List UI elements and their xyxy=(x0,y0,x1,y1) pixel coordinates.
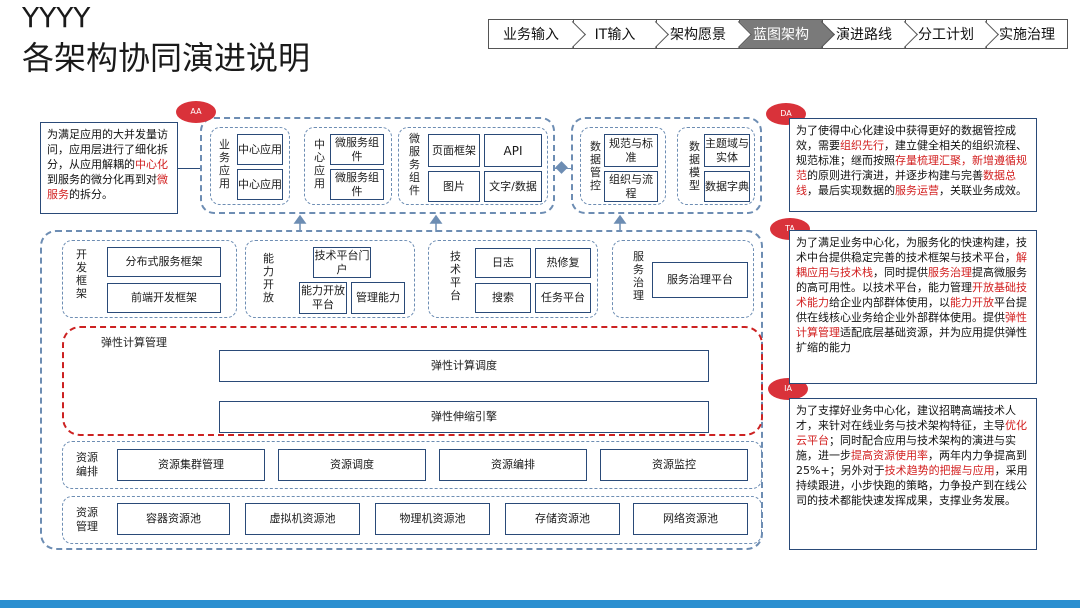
management-capability-box[interactable]: 管理能力 xyxy=(351,282,405,314)
diamond-icon xyxy=(555,161,568,174)
microservice-label: 微服务组件 xyxy=(409,132,420,197)
page-framework-box[interactable]: 页面框架 xyxy=(428,134,480,167)
storage-pool-box[interactable]: 存储资源池 xyxy=(505,503,620,535)
text-data-box[interactable]: 文字/数据 xyxy=(484,171,542,202)
api-box[interactable]: API xyxy=(484,134,542,167)
dev-framework-label: 开发框架 xyxy=(76,248,87,300)
elastic-computing-zone xyxy=(62,326,763,436)
resource-monitoring-box[interactable]: 资源监控 xyxy=(600,449,748,481)
elastic-scaling-engine-box[interactable]: 弹性伸缩引擎 xyxy=(219,401,709,433)
page-title-code: YYYY xyxy=(22,1,91,34)
step-business-input[interactable]: 业务输入 xyxy=(488,19,586,49)
data-model-group xyxy=(677,127,755,205)
business-app-label: 业务应用 xyxy=(219,138,230,190)
microservice-group xyxy=(398,127,548,205)
hotfix-box[interactable]: 热修复 xyxy=(535,248,591,278)
standards-box[interactable]: 规范与标准 xyxy=(604,134,658,167)
resource-scheduling-box[interactable]: 资源调度 xyxy=(278,449,426,481)
resource-orchestration-label: 资源编排 xyxy=(76,451,98,478)
capability-open-label: 能力开放 xyxy=(263,252,274,304)
resource-orchestration-box[interactable]: 资源编排 xyxy=(439,449,587,481)
data-governance-label: 数据管控 xyxy=(590,140,601,192)
distributed-service-framework-box[interactable]: 分布式服务框架 xyxy=(107,247,221,277)
tech-platform-portal-box[interactable]: 技术平台门户 xyxy=(313,247,371,278)
service-governance-group xyxy=(612,240,754,318)
step-blueprint[interactable]: 蓝图架构 xyxy=(739,19,835,49)
process-stepper: 业务输入 IT输入 架构愿景 蓝图架构 演进路线 分工计划 实施治理 xyxy=(488,19,1068,49)
business-app-group xyxy=(210,127,290,205)
data-model-label: 数据模型 xyxy=(689,140,700,192)
step-division-plan[interactable]: 分工计划 xyxy=(905,19,999,49)
center-app-group xyxy=(304,127,392,205)
elastic-management-label: 弹性计算管理 xyxy=(101,336,167,349)
resource-cluster-box[interactable]: 资源集群管理 xyxy=(117,449,265,481)
vm-pool-box[interactable]: 虚拟机资源池 xyxy=(245,503,360,535)
center-app-box-1[interactable]: 中心应用 xyxy=(237,134,283,165)
service-governance-label: 服务治理 xyxy=(633,250,644,302)
microservice-component-box-2[interactable]: 微服务组件 xyxy=(330,169,384,200)
aa-note: 为满足应用的大并发量访问，应用层进行了细化拆分，从应用解耦的中心化到服务的微分化… xyxy=(40,122,178,214)
image-box[interactable]: 图片 xyxy=(428,171,480,202)
microservice-component-box-1[interactable]: 微服务组件 xyxy=(330,134,384,165)
capability-open-group xyxy=(245,240,415,318)
network-pool-box[interactable]: 网络资源池 xyxy=(633,503,748,535)
step-it-input[interactable]: IT输入 xyxy=(573,19,669,49)
connector-line xyxy=(178,168,200,169)
search-box[interactable]: 搜索 xyxy=(475,283,531,313)
org-process-box[interactable]: 组织与流程 xyxy=(604,171,658,202)
tech-platform-label: 技术平台 xyxy=(450,250,461,302)
data-dictionary-box[interactable]: 数据字典 xyxy=(704,171,750,202)
center-app-box-2[interactable]: 中心应用 xyxy=(237,169,283,200)
log-box[interactable]: 日志 xyxy=(475,248,531,278)
task-platform-box[interactable]: 任务平台 xyxy=(535,283,591,313)
resource-management-label: 资源管理 xyxy=(76,506,98,533)
step-roadmap[interactable]: 演进路线 xyxy=(822,19,918,49)
resource-orchestration-row xyxy=(62,441,762,489)
subject-entity-box[interactable]: 主题域与实体 xyxy=(704,134,750,167)
center-app-label: 中心应用 xyxy=(314,138,325,190)
data-layer xyxy=(571,117,762,214)
ta-note: 为了满足业务中心化，为服务化的快速构建，技术中台提供稳定完善的技术框架与技术平台… xyxy=(789,230,1037,384)
footer-bar xyxy=(0,600,1080,608)
dev-framework-group xyxy=(62,240,237,318)
application-layer xyxy=(200,117,555,214)
ia-note: 为了支撑好业务中心化，建议招聘高端技术人才，来针对在线业务与技术架构特征，主导优… xyxy=(789,398,1037,550)
container-pool-box[interactable]: 容器资源池 xyxy=(117,503,230,535)
data-governance-group xyxy=(580,127,666,205)
elastic-scheduler-box[interactable]: 弹性计算调度 xyxy=(219,350,709,382)
resource-management-row xyxy=(62,496,762,544)
step-governance[interactable]: 实施治理 xyxy=(986,19,1068,49)
page-title: 各架构协同演进说明 xyxy=(22,39,311,77)
tech-platform-group xyxy=(428,240,598,318)
frontend-framework-box[interactable]: 前端开发框架 xyxy=(107,283,221,313)
physical-pool-box[interactable]: 物理机资源池 xyxy=(375,503,490,535)
da-note: 为了使得中心化建设中获得更好的数据管控成效，需要组织先行，建立健全相关的组织流程… xyxy=(789,118,1037,212)
capability-open-platform-box[interactable]: 能力开放平台 xyxy=(299,282,347,314)
service-governance-platform-box[interactable]: 服务治理平台 xyxy=(652,262,748,298)
aa-badge: AA xyxy=(176,101,216,123)
